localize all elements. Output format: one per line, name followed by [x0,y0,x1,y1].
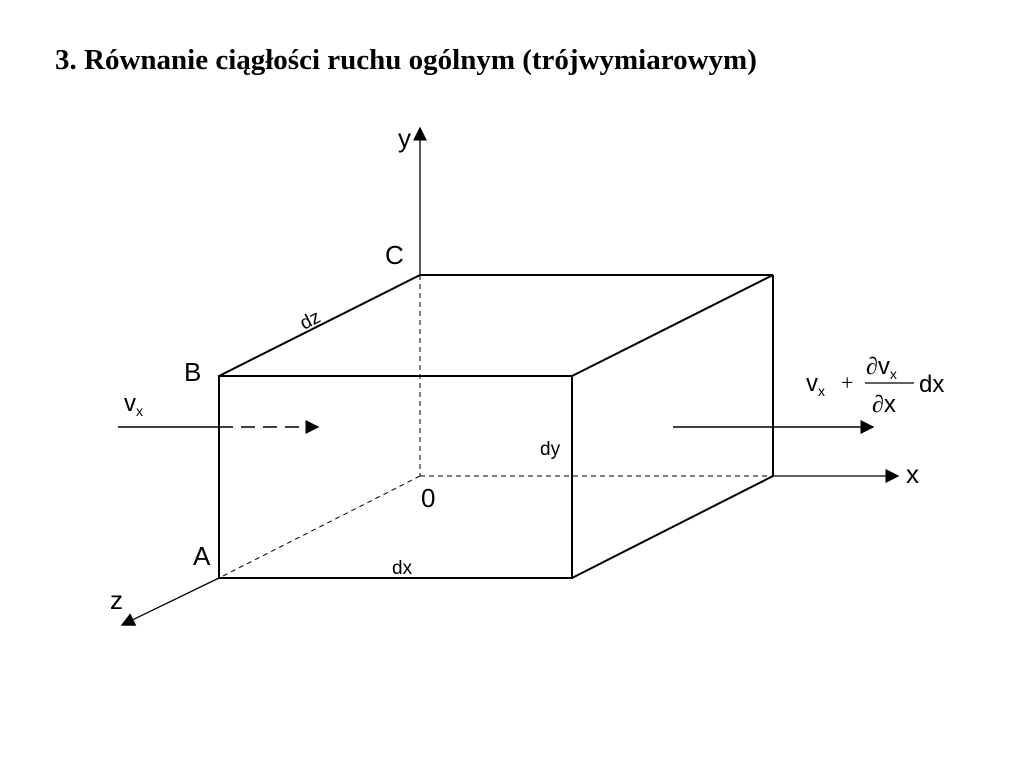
outflow-v-subscript: x [818,383,825,399]
denominator-partial: ∂ [872,392,884,418]
y-axis-label: y [398,123,411,153]
dx-label: dx [392,558,413,579]
fraction-denominator: ∂x [872,391,896,418]
numerator-v: v [878,353,890,380]
outflow-velocity-expression: vx + ∂vx ∂x dx [806,353,944,418]
dy-label: dy [540,439,561,460]
front-face [218,375,573,579]
point-a-label: A [193,541,211,571]
point-b-label: B [184,357,201,387]
point-c-label: C [385,240,404,270]
z-axis [120,577,220,626]
box-edges [218,274,774,579]
numerator-partial: ∂ [866,354,878,380]
bottom-edge-right [571,475,774,579]
page-title: 3. Równanie ciągłości ruchu ogólnym (tró… [55,44,757,76]
inflow-velocity-label: vx [124,390,143,419]
top-edge-left [218,274,421,377]
numerator-subscript: x [890,366,897,382]
outflow-dx: dx [919,371,944,398]
inflow-velocity-symbol: v [124,390,136,417]
top-edge-right [571,274,774,377]
denominator-x: x [884,391,896,418]
hidden-edge-bottom-left [218,475,421,579]
outflow-plus: + [841,370,853,395]
outflow-v: vx [806,370,825,399]
fraction-numerator: ∂vx [866,353,897,382]
z-axis-label: z [110,585,123,615]
inflow-velocity-subscript: x [136,403,143,419]
dz-label: dz [297,307,324,335]
outflow-v-symbol: v [806,370,818,397]
origin-label: 0 [421,483,435,513]
x-axis-label: x [906,459,919,489]
